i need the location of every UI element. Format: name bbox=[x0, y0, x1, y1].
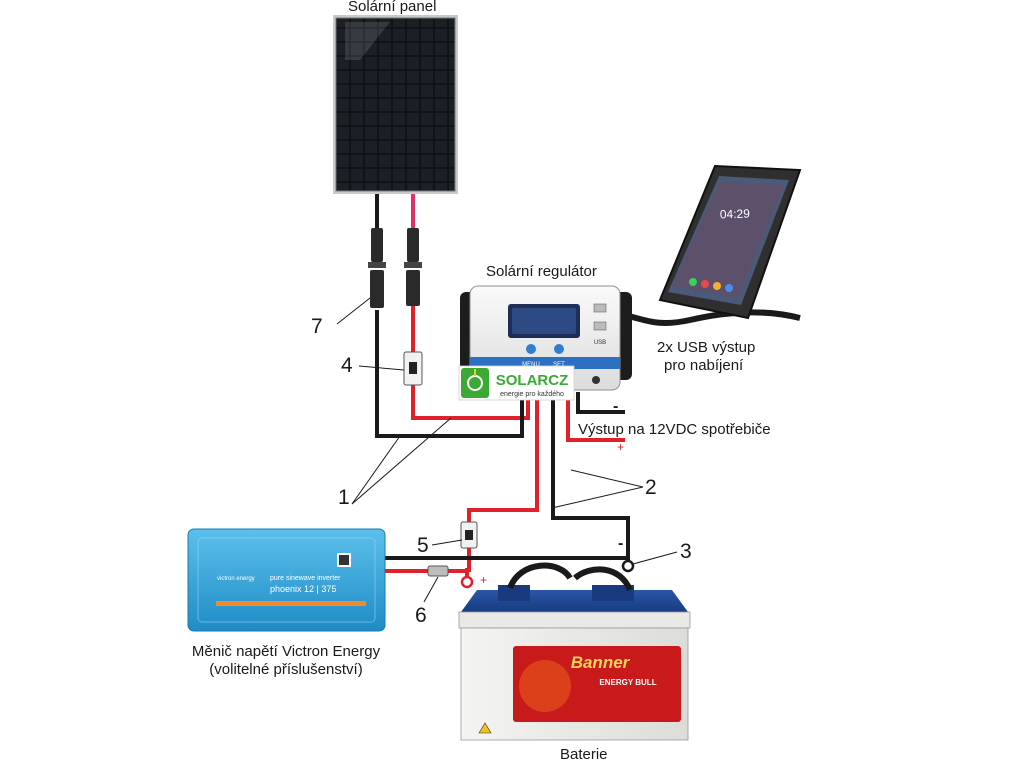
mc4-connectors bbox=[368, 228, 422, 308]
terminal-rings bbox=[460, 559, 635, 589]
usb-output-label-line1: 2x USB výstup bbox=[657, 339, 756, 356]
inverter-label-line2: (volitelné příslušenství) bbox=[209, 661, 363, 678]
regulator-set-label: SET bbox=[553, 362, 565, 368]
solar-panel-label: Solární panel bbox=[348, 0, 437, 15]
regulator-usb-label: USB bbox=[594, 340, 606, 346]
charge-regulator: MENU SET USB bbox=[460, 285, 632, 391]
callout-3: 3 bbox=[680, 540, 692, 563]
battery: Banner ENERGY BULL bbox=[458, 562, 691, 741]
dc-output-minus: - bbox=[613, 398, 619, 415]
fuse-holder-4 bbox=[403, 351, 423, 386]
callout-6: 6 bbox=[415, 604, 427, 627]
victron-inverter: victron energy pure sinewave inverter ph… bbox=[187, 528, 386, 632]
callout-7: 7 bbox=[311, 315, 323, 338]
battery-label: Baterie bbox=[560, 746, 608, 763]
dc-output-plus: + bbox=[617, 440, 625, 454]
red-wires bbox=[385, 305, 625, 578]
callout-1: 1 bbox=[338, 486, 350, 509]
solarcz-logo: SOLARCZ energie pro každého bbox=[458, 365, 575, 401]
fuse-holder-6 bbox=[427, 565, 449, 577]
dc-output-label: Výstup na 12VDC spotřebiče bbox=[578, 421, 771, 438]
solarcz-tagline: energie pro každého bbox=[500, 391, 564, 398]
fuse-holder-5 bbox=[460, 521, 478, 549]
battery-model: ENERGY BULL bbox=[599, 678, 656, 687]
battery-brand: Banner bbox=[571, 653, 631, 672]
callout-5: 5 bbox=[417, 534, 429, 557]
inverter-model-line2: phoenix 12 | 375 bbox=[270, 584, 336, 594]
callout-leaders bbox=[336, 297, 678, 603]
callout-4: 4 bbox=[341, 354, 353, 377]
regulator-label: Solární regulátor bbox=[486, 263, 597, 280]
inverter-label-line1: Měnič napětí Victron Energy bbox=[191, 643, 381, 660]
phone-time: 04:29 bbox=[720, 206, 751, 221]
battery-minus: - bbox=[618, 535, 624, 552]
solarcz-brand: SOLARCZ bbox=[496, 372, 569, 389]
inverter-model-line1: pure sinewave inverter bbox=[270, 575, 341, 582]
battery-plus: + bbox=[480, 573, 488, 587]
inverter-brand: victron energy bbox=[217, 576, 255, 582]
smartphone: 04:29 bbox=[658, 164, 802, 320]
regulator-menu-label: MENU bbox=[522, 362, 540, 368]
callout-2: 2 bbox=[645, 476, 657, 499]
solar-panel bbox=[333, 15, 458, 194]
usb-output-label-line2: pro nabíjení bbox=[664, 357, 744, 374]
